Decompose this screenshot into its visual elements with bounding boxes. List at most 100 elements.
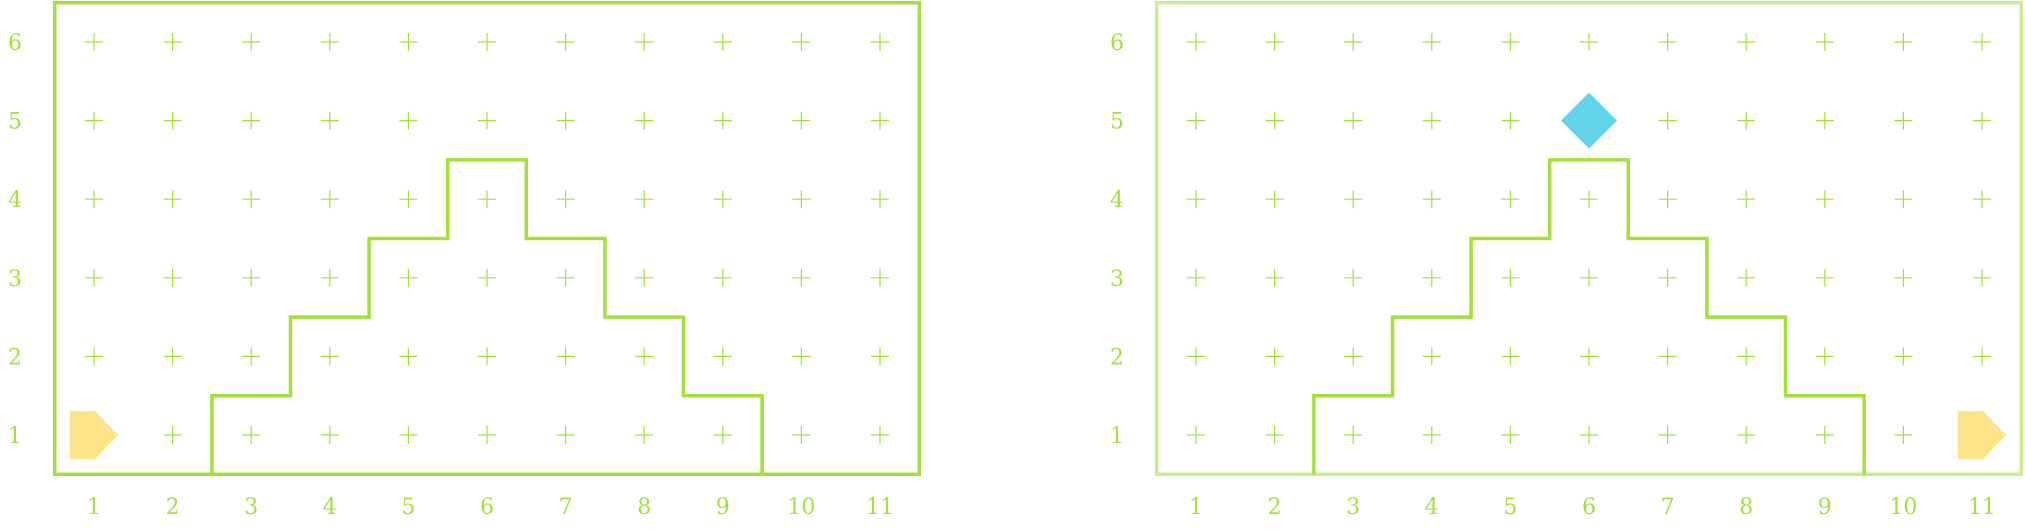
grid-point-marker [320, 190, 339, 209]
x-axis-label: 11 [1968, 495, 1996, 520]
grid-point-marker [163, 268, 182, 287]
grid-point-marker [1265, 268, 1284, 287]
grid-point-marker [1658, 426, 1677, 444]
grid-point-marker [399, 268, 418, 287]
grid-point-marker [792, 33, 811, 51]
y-axis-label: 2 [8, 345, 22, 370]
grid-point-marker [1973, 111, 1991, 130]
grid-point-marker [1265, 426, 1284, 444]
grid-point-marker [1501, 190, 1520, 209]
grid-point-marker [871, 190, 889, 209]
grid-point-marker [1422, 33, 1441, 51]
grid-point-marker [85, 347, 103, 366]
grid-point-marker [1344, 426, 1363, 444]
robot-arrow-icon [1958, 411, 2006, 459]
grid-point-marker [635, 268, 654, 287]
goal-diamond-icon [1561, 92, 1617, 149]
grid-point-marker [399, 33, 418, 51]
grid-point-marker [1815, 268, 1834, 287]
grid-point-marker [1580, 33, 1598, 51]
grid-point-marker [635, 190, 654, 209]
grid-point-marker [1737, 426, 1756, 444]
grid-point-marker [1580, 190, 1598, 209]
grid-point-marker [713, 111, 732, 130]
grid-point-marker [242, 111, 261, 130]
grid-point-marker [792, 111, 811, 130]
grid-point-marker [556, 268, 575, 287]
x-axis-label: 2 [166, 495, 180, 520]
x-axis-label: 9 [716, 495, 730, 520]
grid-point-marker [163, 190, 182, 209]
grid-point-marker [320, 33, 339, 51]
x-axis-label: 6 [1582, 495, 1596, 520]
grid-point-marker [556, 190, 575, 209]
x-axis-label: 2 [1268, 495, 1282, 520]
grid-point-marker [1422, 268, 1441, 287]
wall-outline [1312, 158, 1866, 475]
grid-point-marker [1973, 190, 1991, 209]
grid-point-marker [1422, 426, 1441, 444]
grid-point-marker [399, 111, 418, 130]
grid-point-marker [242, 190, 261, 209]
grid-point-marker [556, 111, 575, 130]
grid-point-marker [1265, 347, 1284, 366]
grid-point-marker [871, 111, 889, 130]
x-axis-label: 5 [1503, 495, 1517, 520]
grid-point-marker [399, 190, 418, 209]
grid-point-marker [478, 268, 496, 287]
grid-point-marker [1580, 347, 1598, 366]
y-axis-label: 4 [8, 188, 22, 213]
grid-point-marker [1344, 111, 1363, 130]
grid-point-marker [320, 268, 339, 287]
grid-point-marker [1658, 347, 1677, 366]
y-axis-label: 5 [8, 110, 22, 135]
grid-point-marker [1344, 347, 1363, 366]
grid-point-marker [635, 426, 654, 444]
grid-point-marker [1815, 33, 1834, 51]
grid-point-marker [1501, 111, 1520, 130]
grid-point-marker [320, 426, 339, 444]
grid-point-marker [85, 268, 103, 287]
x-axis-label: 3 [1346, 495, 1360, 520]
y-axis-label: 6 [8, 31, 22, 56]
grid-point-marker [792, 347, 811, 366]
grid-point-marker [1973, 268, 1991, 287]
grid-point-marker [1501, 268, 1520, 287]
y-axis-label: 1 [8, 424, 22, 449]
x-axis-label: 6 [480, 495, 494, 520]
grid-point-marker [242, 426, 261, 444]
grid-point-marker [713, 190, 732, 209]
grid-point-marker [85, 33, 103, 51]
grid-point-marker [1580, 426, 1598, 444]
grid-point-marker [1187, 190, 1205, 209]
grid-point-marker [1265, 190, 1284, 209]
grid-point-marker [242, 268, 261, 287]
grid-point-marker [1737, 268, 1756, 287]
y-axis-label: 3 [1110, 267, 1124, 292]
grid-point-marker [1501, 33, 1520, 51]
grid-point-marker [399, 426, 418, 444]
grid-point-marker [85, 190, 103, 209]
grid-point-marker [713, 426, 732, 444]
grid-point-marker [871, 33, 889, 51]
grid-point-marker [1737, 190, 1756, 209]
grid-point-marker [1737, 347, 1756, 366]
grid-point-marker [478, 426, 496, 444]
grid-point-marker [635, 111, 654, 130]
grid-point-marker [1422, 190, 1441, 209]
grid-point-marker [1422, 347, 1441, 366]
grid-point-marker [1344, 190, 1363, 209]
grid-point-marker [1187, 111, 1205, 130]
grid-point-marker [320, 111, 339, 130]
grid-point-marker [1815, 347, 1834, 366]
grid-point-marker [1187, 347, 1205, 366]
y-axis-label: 3 [8, 267, 22, 292]
x-axis-label: 8 [1739, 495, 1753, 520]
grid-point-marker [1265, 33, 1284, 51]
grid-point-marker [478, 33, 496, 51]
x-axis-label: 4 [1425, 495, 1439, 520]
grid-point-marker [1658, 33, 1677, 51]
grid-point-marker [1580, 268, 1598, 287]
